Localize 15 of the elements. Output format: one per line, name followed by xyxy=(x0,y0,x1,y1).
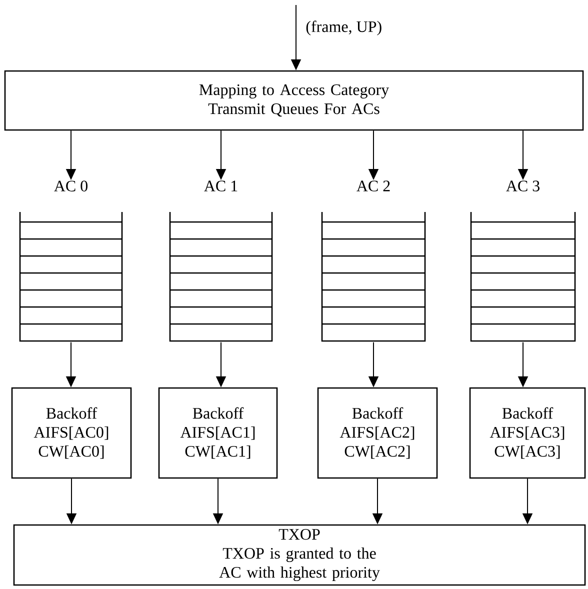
queue-drawing xyxy=(169,212,273,342)
queue-drawing xyxy=(470,212,576,342)
queue-label: AC 2 xyxy=(356,180,390,192)
process-box: Mapping to Access Category Transmit Queues For ACs xyxy=(4,70,584,131)
edge-label: (frame, UP) xyxy=(306,20,382,36)
queue-drawing xyxy=(19,212,123,342)
queue-label: AC 3 xyxy=(506,180,540,192)
queue-label: AC 0 xyxy=(54,180,88,192)
process-box: Backoff AIFS[AC3] CW[AC3] xyxy=(469,387,586,479)
queue-label: AC 1 xyxy=(204,180,238,192)
queue-drawing xyxy=(321,212,426,342)
process-box: Backoff AIFS[AC2] CW[AC2] xyxy=(317,387,438,479)
process-box: Backoff AIFS[AC0] CW[AC0] xyxy=(11,387,132,479)
process-box: Backoff AIFS[AC1] CW[AC1] xyxy=(158,387,278,479)
process-box: TXOP TXOP is granted to the AC with highest priority xyxy=(13,524,586,586)
